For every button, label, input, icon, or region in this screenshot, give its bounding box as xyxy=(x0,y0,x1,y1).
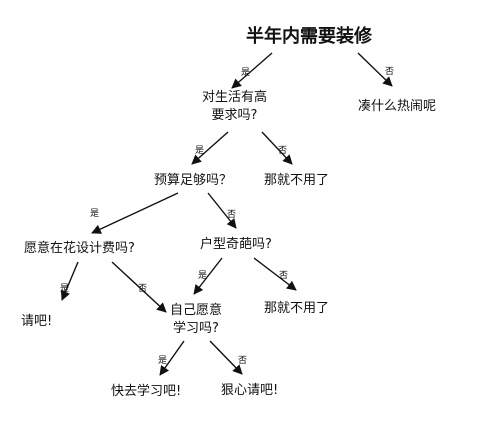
edge-life-budget xyxy=(191,131,229,165)
edge-layout-learn xyxy=(193,257,223,295)
node-odd-layout: 户型奇葩吗? xyxy=(200,237,272,252)
edge-label-yes: 是 xyxy=(90,209,100,219)
edge-learn-golearn xyxy=(159,340,185,376)
edge-root-life xyxy=(231,52,273,89)
edge-label-no: 否 xyxy=(138,284,148,294)
node-lively: 凑什么热闹呢 xyxy=(358,99,437,114)
node-design-fee: 愿意在花设计费吗? xyxy=(24,241,135,256)
node-please-2: 狠心请吧! xyxy=(221,383,279,398)
edge-label-yes: 是 xyxy=(195,146,205,156)
root-node: 半年内需要装修 xyxy=(246,26,372,47)
node-self-learn: 自己愿意 学习吗? xyxy=(170,303,223,336)
edge-life-no1 xyxy=(261,131,293,165)
edge-label-no: 否 xyxy=(385,67,395,77)
edge-learn-please2 xyxy=(209,340,243,375)
edge-label-no: 否 xyxy=(227,210,237,220)
edge-budget-design xyxy=(91,192,179,234)
edge-label-yes: 是 xyxy=(241,68,251,78)
node-no-need-1: 那就不用了 xyxy=(264,173,330,188)
node-budget: 预算足够吗？ xyxy=(154,173,233,188)
edge-label-yes: 是 xyxy=(198,271,208,281)
edge-layout-no2 xyxy=(253,257,297,291)
edge-design-learn xyxy=(111,261,167,313)
edge-label-yes: 是 xyxy=(158,356,168,366)
node-no-need-2: 那就不用了 xyxy=(264,301,330,316)
edge-design-please1 xyxy=(60,261,79,301)
edge-label-no: 否 xyxy=(238,356,248,366)
edge-budget-layout xyxy=(207,192,237,229)
edge-label-no: 否 xyxy=(279,271,289,281)
edge-root-lively xyxy=(357,52,393,87)
node-please-1: 请吧! xyxy=(21,314,53,329)
edge-label-yes: 是 xyxy=(60,284,70,294)
node-go-learn: 快去学习吧! xyxy=(111,384,182,399)
edge-label-no: 否 xyxy=(278,146,288,156)
node-life-requirement: 对生活有高 要求吗? xyxy=(202,90,268,123)
